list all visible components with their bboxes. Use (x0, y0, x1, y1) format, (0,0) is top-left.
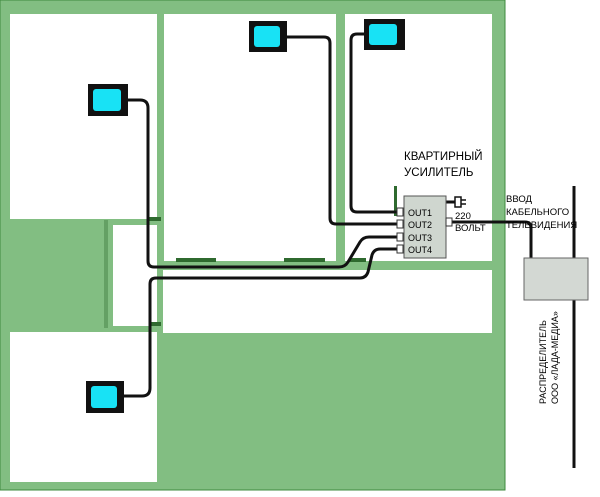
cable-out4 (122, 247, 399, 398)
room-center (164, 14, 336, 261)
tv-icon (88, 84, 128, 116)
connector-input (445, 217, 453, 227)
cable-out1 (349, 32, 399, 214)
power-label-line2: ВОЛЬТ (455, 223, 486, 234)
room-left-bottom (10, 332, 157, 482)
amplifier-output-3: OUT3 (408, 233, 432, 243)
corridor (163, 270, 492, 333)
amplifier-output-4: OUT4 (408, 245, 432, 255)
tv-icon (249, 21, 287, 52)
cable-out2 (285, 35, 399, 226)
wall-mark (176, 258, 216, 262)
amplifier-output-2: OUT2 (408, 220, 432, 230)
wall-mark (284, 258, 325, 262)
power-plug-icon (454, 196, 466, 208)
cables (122, 32, 533, 398)
cable-input (450, 220, 533, 262)
wall-mark (104, 220, 108, 328)
tv-icon (364, 19, 405, 50)
distributor-label-line1: РАСПРЕДЕЛИТЕЛЬ (538, 320, 548, 404)
power-label-line1: 220 (455, 211, 471, 222)
cable-out3 (126, 98, 399, 269)
wall-mark (349, 258, 366, 262)
amplifier-block: OUT1 OUT2 OUT3 OUT4 (396, 195, 453, 259)
connector-out2 (396, 219, 404, 229)
wall-mark (149, 322, 161, 326)
room-left-top (10, 14, 157, 219)
wall-mark (394, 186, 397, 216)
output-connectors (396, 207, 453, 254)
distributor-label-line2: ООО «ЛАДА-МЕДИА» (550, 311, 560, 404)
cable-input-line1: ВВОД (506, 194, 533, 205)
connector-out4 (396, 244, 404, 254)
tv-icon (86, 381, 124, 413)
wall-mark (149, 217, 161, 221)
amplifier-title-line2: УСИЛИТЕЛЬ (404, 167, 473, 179)
amplifier-box (403, 195, 447, 259)
connector-out3 (396, 232, 404, 242)
distributor-box (523, 257, 589, 301)
cable-input-line2: КАБЕЛЬНОГО (506, 207, 569, 218)
amplifier-title-line1: КВАРТИРНЫЙ (404, 150, 483, 163)
connector-out1 (396, 207, 404, 217)
cable-input-line3: ТЕЛЕВИДЕНИЯ (506, 220, 577, 231)
amplifier-output-1: OUT1 (408, 208, 432, 218)
distributor-block (523, 186, 589, 468)
